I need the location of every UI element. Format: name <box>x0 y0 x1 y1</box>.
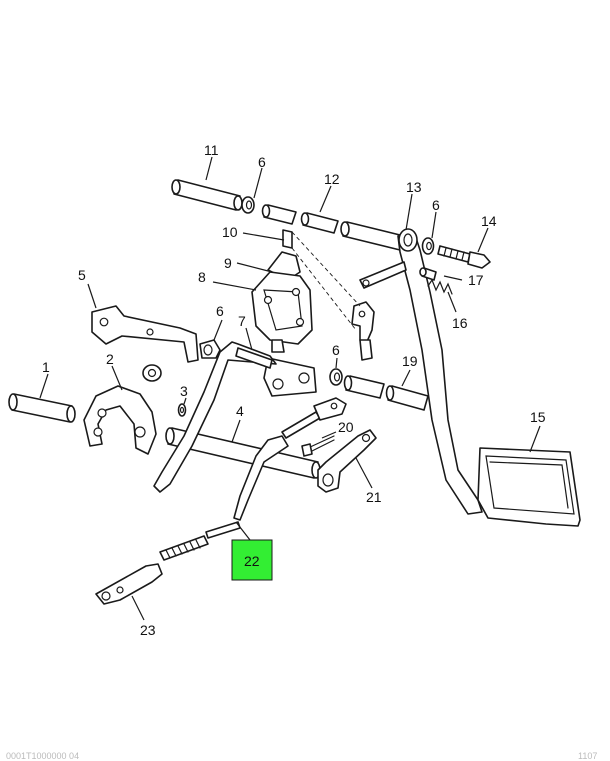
callout-2: 2 <box>106 351 114 367</box>
callout-10: 10 <box>222 224 238 240</box>
callout-9: 9 <box>224 255 232 271</box>
callout-6: 6 <box>432 197 440 213</box>
rod-clevis-upper <box>281 397 347 439</box>
callout-8: 8 <box>198 269 206 285</box>
part-1-tube <box>8 393 76 423</box>
part-11-tube <box>171 179 243 211</box>
clevis-fork <box>351 301 375 361</box>
callout-21: 21 <box>366 489 382 505</box>
callout-labels: 11 6 12 13 6 14 10 9 17 8 5 16 6 7 6 19 … <box>42 142 546 638</box>
part-6-washer-mid <box>329 368 343 386</box>
part-5-bracket <box>91 305 199 363</box>
part-20-cotter-pin <box>301 435 335 457</box>
callout-6: 6 <box>216 303 224 319</box>
washer-small <box>142 364 162 382</box>
callout-3: 3 <box>180 383 188 399</box>
part-7-link <box>263 357 317 397</box>
callout-12: 12 <box>324 171 340 187</box>
callout-15: 15 <box>530 409 546 425</box>
part-16-spring <box>427 278 453 295</box>
part-14-bolt <box>437 245 491 269</box>
callout-17: 17 <box>468 272 484 288</box>
part-2-yoke <box>83 385 157 455</box>
part-6-washer-right <box>421 237 435 255</box>
callout-6: 6 <box>332 342 340 358</box>
highlight-box-22[interactable] <box>231 539 273 581</box>
part-10-pin <box>282 229 293 249</box>
part-7-rod <box>235 347 273 369</box>
callout-14: 14 <box>481 213 497 229</box>
callout-1: 1 <box>42 359 50 375</box>
part-17-pin <box>419 267 437 281</box>
callout-19: 19 <box>402 353 418 369</box>
callout-16: 16 <box>452 315 468 331</box>
callout-4: 4 <box>236 403 244 419</box>
footer-code-right: 1107 <box>578 751 597 761</box>
callout-22: 22 <box>244 553 260 569</box>
callout-13: 13 <box>406 179 422 195</box>
callout-23: 23 <box>140 622 156 638</box>
part-22-adjusting-rod <box>159 521 241 561</box>
callout-7: 7 <box>238 313 246 329</box>
part-21-lever <box>317 429 377 493</box>
part-6-washer-top <box>241 196 255 214</box>
callout-5: 5 <box>78 267 86 283</box>
part-23-clevis <box>95 563 163 605</box>
callout-6: 6 <box>258 154 266 170</box>
callout-20: 20 <box>338 419 354 435</box>
part-3-washer <box>177 403 187 417</box>
leader-lines <box>39 156 541 621</box>
footer-code-left: 0001T1000000 04 <box>6 751 79 761</box>
part-4-lever-arm <box>153 341 289 521</box>
part-15-pedal-pad <box>477 447 581 527</box>
part-6-bushing-left <box>199 339 221 359</box>
callout-11: 11 <box>204 142 219 158</box>
part-8-bracket <box>251 271 313 353</box>
part-12-bushings <box>261 204 405 251</box>
part-19-bushings <box>343 375 429 411</box>
